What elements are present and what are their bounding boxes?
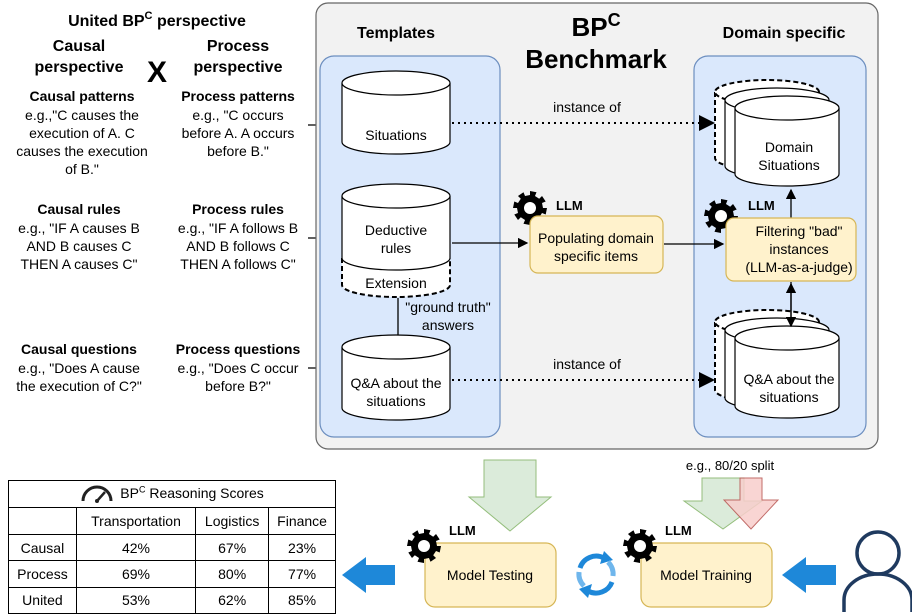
benchmark-title-line2: Benchmark <box>525 44 667 74</box>
column-header: Transportation <box>75 507 197 535</box>
corner-cell <box>8 507 77 535</box>
llm-label-filtering: LLM <box>748 198 775 213</box>
score-cell: 62% <box>195 586 270 615</box>
ground-truth-label: "ground truth"answers <box>405 299 490 333</box>
table-row: United 53% 62% 85% <box>8 586 336 615</box>
causal-questions-title: Causal questions <box>21 341 137 357</box>
gear-hole <box>524 202 536 214</box>
instance-of-label-top: instance of <box>553 99 621 115</box>
score-cell: 80% <box>195 560 270 588</box>
user-icon <box>842 530 912 612</box>
gear-hole <box>715 210 727 222</box>
situations-label: Situations <box>365 127 426 143</box>
table-row: Causal 42% 67% 23% <box>8 533 336 562</box>
red-arrow-training <box>722 477 780 530</box>
table-row: Process 69% 80% 77% <box>8 560 336 588</box>
green-arrow-testing <box>467 459 553 532</box>
model-testing-label: Model Testing <box>447 567 533 583</box>
process-rules-title: Process rules <box>192 201 284 217</box>
score-cell: 23% <box>268 533 336 562</box>
score-cell: 69% <box>75 560 197 588</box>
row-label: Process <box>8 560 77 588</box>
split-note: e.g., 80/20 split <box>686 458 775 473</box>
benchmark-title: BPC <box>571 10 620 42</box>
refresh-cycle-icon <box>576 551 616 598</box>
column-header: Logistics <box>195 507 270 535</box>
populating-box <box>529 215 664 274</box>
model-training-label: Model Training <box>660 567 752 583</box>
blue-arrow-to-training <box>782 557 836 593</box>
causal-patterns-title: Causal patterns <box>29 88 134 104</box>
cross-symbol: X <box>147 56 167 89</box>
templates-label: Templates <box>357 25 435 42</box>
scores-title: BPC Reasoning Scores <box>120 484 264 502</box>
llm-label-testing: LLM <box>449 523 476 538</box>
score-cell: 53% <box>75 586 197 615</box>
row-label: Causal <box>8 533 77 562</box>
reasoning-scores-table: BPC Reasoning Scores Transportation Logi… <box>8 480 336 615</box>
domain-specific-label: Domain specific <box>723 25 846 42</box>
llm-label-training: LLM <box>665 523 692 538</box>
score-cell: 77% <box>268 560 336 588</box>
process-questions-title: Process questions <box>176 341 301 357</box>
extension-label: Extension <box>365 275 426 291</box>
gear-hole <box>418 540 430 552</box>
scores-title-cell: BPC Reasoning Scores <box>8 480 336 508</box>
model-testing-box <box>424 542 557 608</box>
speedometer-icon <box>81 486 113 504</box>
score-cell: 67% <box>195 533 270 562</box>
gear-hole <box>634 540 646 552</box>
score-cell: 85% <box>268 586 336 615</box>
score-cell: 42% <box>75 533 197 562</box>
blue-arrow-to-scores <box>342 557 395 593</box>
united-perspective-title: United BPC perspective <box>68 10 246 30</box>
row-label: United <box>8 586 77 615</box>
gear-icon <box>623 529 657 563</box>
process-patterns-title: Process patterns <box>181 88 295 104</box>
gear-icon <box>407 529 441 563</box>
llm-label-populating: LLM <box>556 198 583 213</box>
instance-of-label-bottom: instance of <box>553 356 621 372</box>
filtering-label: Filtering "bad"instances(LLM-as-a-judge) <box>745 223 852 275</box>
situations-cylinder: Situations <box>341 70 451 155</box>
causal-rules-title: Causal rules <box>37 201 120 217</box>
column-header: Finance <box>268 507 336 535</box>
filtering-box <box>725 217 857 282</box>
model-training-box <box>640 542 773 608</box>
